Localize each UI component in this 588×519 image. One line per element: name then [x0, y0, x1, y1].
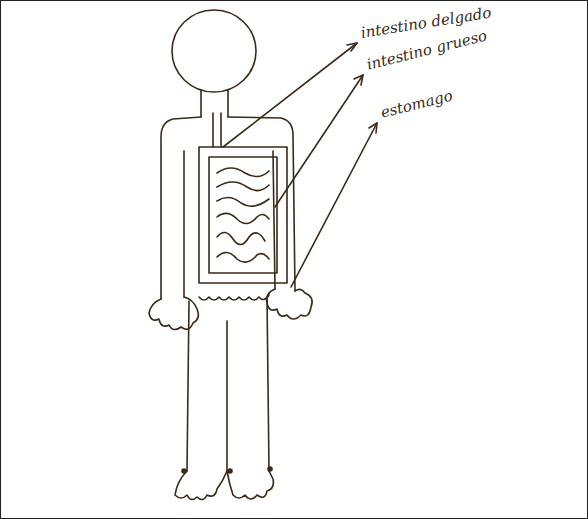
organ-label: estomago: [379, 87, 454, 121]
